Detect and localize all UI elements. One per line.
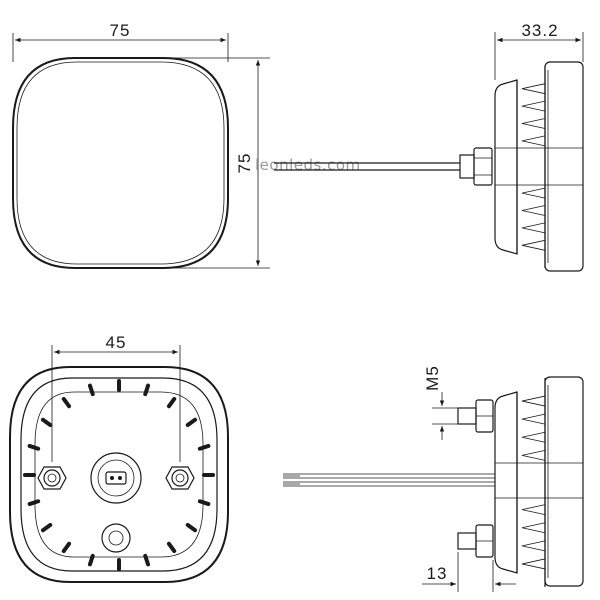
heatsink-fin (521, 187, 546, 199)
housing-rib (87, 553, 95, 567)
side-depth-label: 33.2 (521, 21, 558, 40)
heatsink-fin (521, 395, 546, 407)
housing-rib (166, 541, 177, 554)
housing-rib (27, 499, 41, 507)
heatsink-fin (521, 431, 546, 443)
front-view: 75 75 (12, 21, 270, 269)
heatsink-fin (521, 222, 546, 234)
housing-rib (185, 522, 198, 533)
housing-ribs (23, 379, 215, 571)
stud-length-label: 13 (427, 564, 448, 583)
side-view-studs: M5 13 (283, 365, 584, 592)
housing-rib (197, 443, 211, 451)
heatsink-fin (521, 522, 546, 534)
side-lens (544, 61, 584, 272)
side-lens-lower (544, 376, 584, 587)
side-view: 33.2 (274, 21, 584, 272)
lower-port (101, 523, 131, 553)
center-connector (90, 452, 142, 504)
bolt-spacing-label: 45 (106, 333, 127, 352)
housing-rib (87, 383, 95, 397)
heatsink-fin (521, 205, 546, 216)
lamp-outline-outer (12, 57, 229, 269)
front-height-label: 75 (235, 153, 254, 174)
front-width-label: 75 (110, 21, 131, 40)
heatsink-fin (521, 83, 546, 95)
housing-rib (185, 417, 198, 428)
heatsink-fin (521, 239, 546, 251)
back-view: 45 (9, 333, 229, 583)
heatsink-fin (521, 118, 546, 129)
housing-rib (40, 522, 53, 533)
heatsink-fin (521, 540, 546, 552)
thread-label: M5 (423, 365, 442, 391)
housing-rib (143, 383, 151, 397)
heatsink-fin (521, 449, 546, 461)
housing-rib (27, 443, 41, 451)
heatsink-fin (521, 100, 546, 112)
housing-rib (197, 499, 211, 507)
heatsink-fins-lower (516, 378, 546, 587)
watermark-text: leonleds.com (255, 156, 361, 174)
heatsink-fin (521, 135, 546, 147)
housing-rib (40, 417, 53, 428)
housing-rib (61, 541, 72, 554)
heatsink-fin (521, 558, 546, 570)
heatsink-fin (521, 504, 546, 516)
left-bolt (37, 466, 67, 490)
housing-rib (143, 553, 151, 567)
heatsink-fins-upper (516, 66, 546, 268)
right-bolt (165, 466, 195, 490)
housing-rib (61, 396, 72, 409)
housing-rib (166, 396, 177, 409)
lamp-outline-inner (16, 61, 225, 265)
heatsink-fin (521, 413, 546, 425)
